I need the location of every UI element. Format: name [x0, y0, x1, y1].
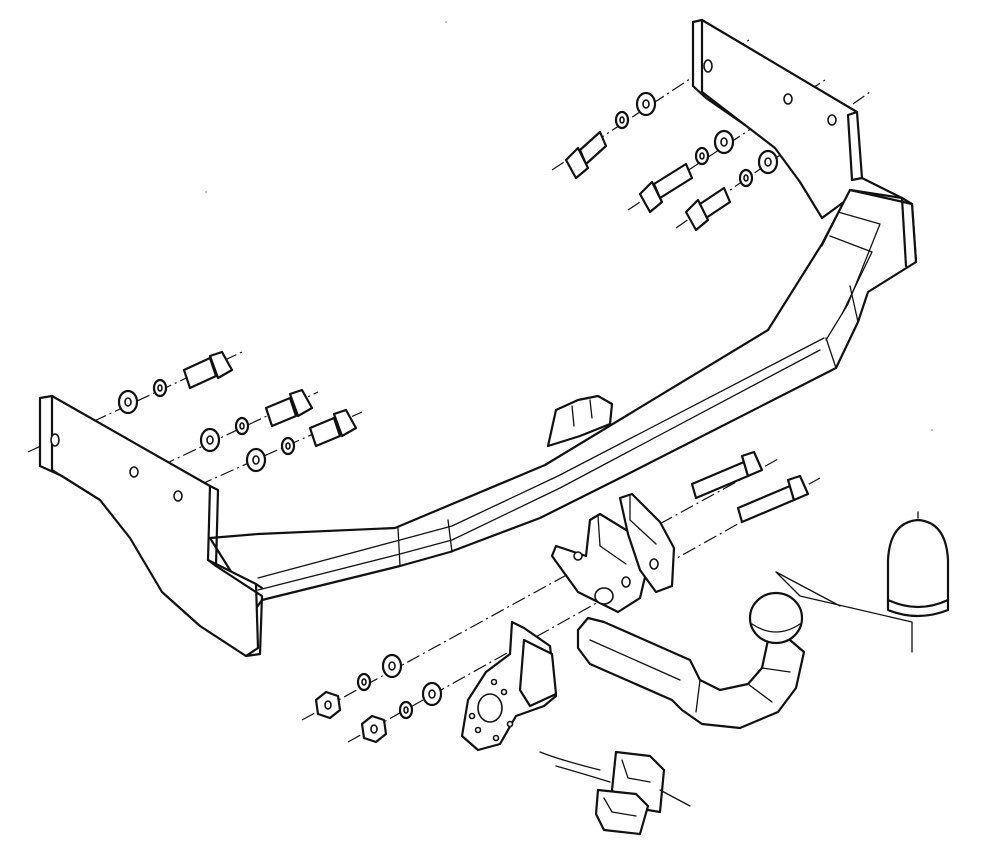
flat-washer — [713, 129, 735, 155]
washer-group — [117, 91, 779, 720]
print-specks — [205, 21, 933, 431]
spring-washer — [738, 168, 754, 188]
bolt — [638, 162, 694, 214]
flat-washer — [635, 91, 657, 117]
spring-washer — [234, 416, 250, 436]
bracket-hole — [783, 93, 793, 105]
hitch-hole — [573, 551, 583, 561]
socket-hole — [477, 693, 503, 723]
hitch-hole — [649, 558, 659, 570]
bolt — [690, 450, 764, 500]
flat-washer — [421, 681, 443, 707]
bolt-group — [182, 130, 810, 524]
hitch-hole — [621, 576, 631, 588]
bracket-hole — [129, 466, 139, 478]
tow-ball-cap — [775, 511, 950, 653]
bolt — [182, 350, 234, 390]
hex-nut — [360, 714, 388, 744]
spring-washer — [152, 378, 168, 398]
bracket-hole — [703, 59, 713, 73]
center-hitch-bracket — [546, 394, 676, 614]
flat-washer — [245, 447, 267, 473]
spring-washer — [398, 700, 414, 720]
spring-washer — [614, 110, 630, 130]
wiring-connector — [539, 750, 691, 836]
bolt — [308, 408, 358, 448]
spring-washer — [694, 146, 710, 166]
spring-washer — [356, 672, 372, 692]
tow-ball — [748, 591, 804, 645]
bracket-hole — [827, 114, 837, 126]
flat-washer — [199, 427, 221, 453]
bracket-hole — [50, 433, 60, 447]
nut-group — [314, 690, 388, 744]
flat-washer — [757, 149, 779, 175]
crossbar-beam — [208, 188, 918, 616]
bolt — [736, 474, 810, 524]
hitch-hole — [594, 587, 614, 605]
flat-washer — [381, 653, 403, 679]
bolt — [264, 388, 314, 428]
flat-washer — [117, 389, 139, 415]
spring-washer — [280, 436, 296, 456]
bolt — [684, 186, 732, 232]
tow-ball-arm — [576, 591, 806, 730]
bolt — [564, 130, 608, 180]
bracket-hole — [173, 490, 183, 502]
socket-mounting-plate — [460, 620, 558, 752]
hex-nut — [314, 690, 342, 720]
left-mounting-bracket — [38, 394, 264, 658]
